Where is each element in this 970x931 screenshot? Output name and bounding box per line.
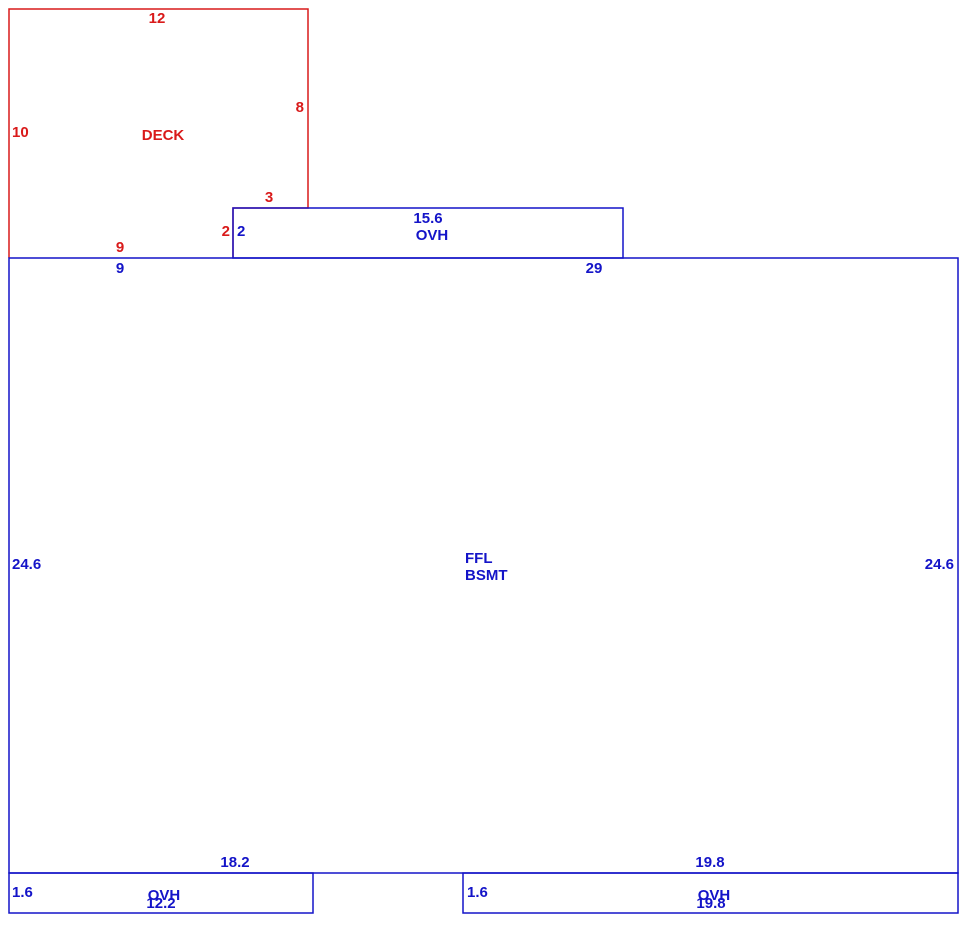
main-label-line2: BSMT xyxy=(465,567,508,584)
deck-dim-step-top: 3 xyxy=(265,189,273,206)
main-dim-left: 24.6 xyxy=(12,556,41,573)
main-dim-top-right: 29 xyxy=(586,260,603,277)
bottom-left-overhang-dim-side: 1.6 xyxy=(12,884,33,901)
top-overhang-label: OVH xyxy=(416,227,449,244)
main-dim-right: 24.6 xyxy=(925,556,954,573)
bottom-right-overhang-dim-bottom: 19.8 xyxy=(696,895,725,912)
deck-dim-bottom: 9 xyxy=(116,239,124,256)
main-dim-bottom-left: 18.2 xyxy=(220,854,249,871)
main-dim-bottom-right: 19.8 xyxy=(695,854,724,871)
bottom-right-overhang-outline xyxy=(462,872,959,914)
bottom-left-overhang-outline xyxy=(8,872,314,914)
deck-label: DECK xyxy=(142,127,185,144)
bottom-left-overhang-area[interactable] xyxy=(8,872,314,914)
bottom-right-overhang-label: OVH xyxy=(698,887,731,904)
main-dim-top-left: 9 xyxy=(116,260,124,277)
deck-dim-left: 10 xyxy=(12,124,29,141)
deck-dim-right: 8 xyxy=(296,99,304,116)
deck-dim-step-side: 2 xyxy=(222,223,230,240)
bottom-left-overhang-dim-bottom: 12.2 xyxy=(146,895,175,912)
bottom-right-overhang-area[interactable] xyxy=(462,872,959,914)
top-overhang-dim-side: 2 xyxy=(237,223,245,240)
bottom-left-overhang-label: OVH xyxy=(148,887,181,904)
top-overhang-dim-top: 15.6 xyxy=(413,210,442,227)
bottom-right-overhang-dim-side: 1.6 xyxy=(467,884,488,901)
deck-dim-top: 12 xyxy=(149,10,166,27)
main-label-line1: FFL xyxy=(465,550,493,567)
